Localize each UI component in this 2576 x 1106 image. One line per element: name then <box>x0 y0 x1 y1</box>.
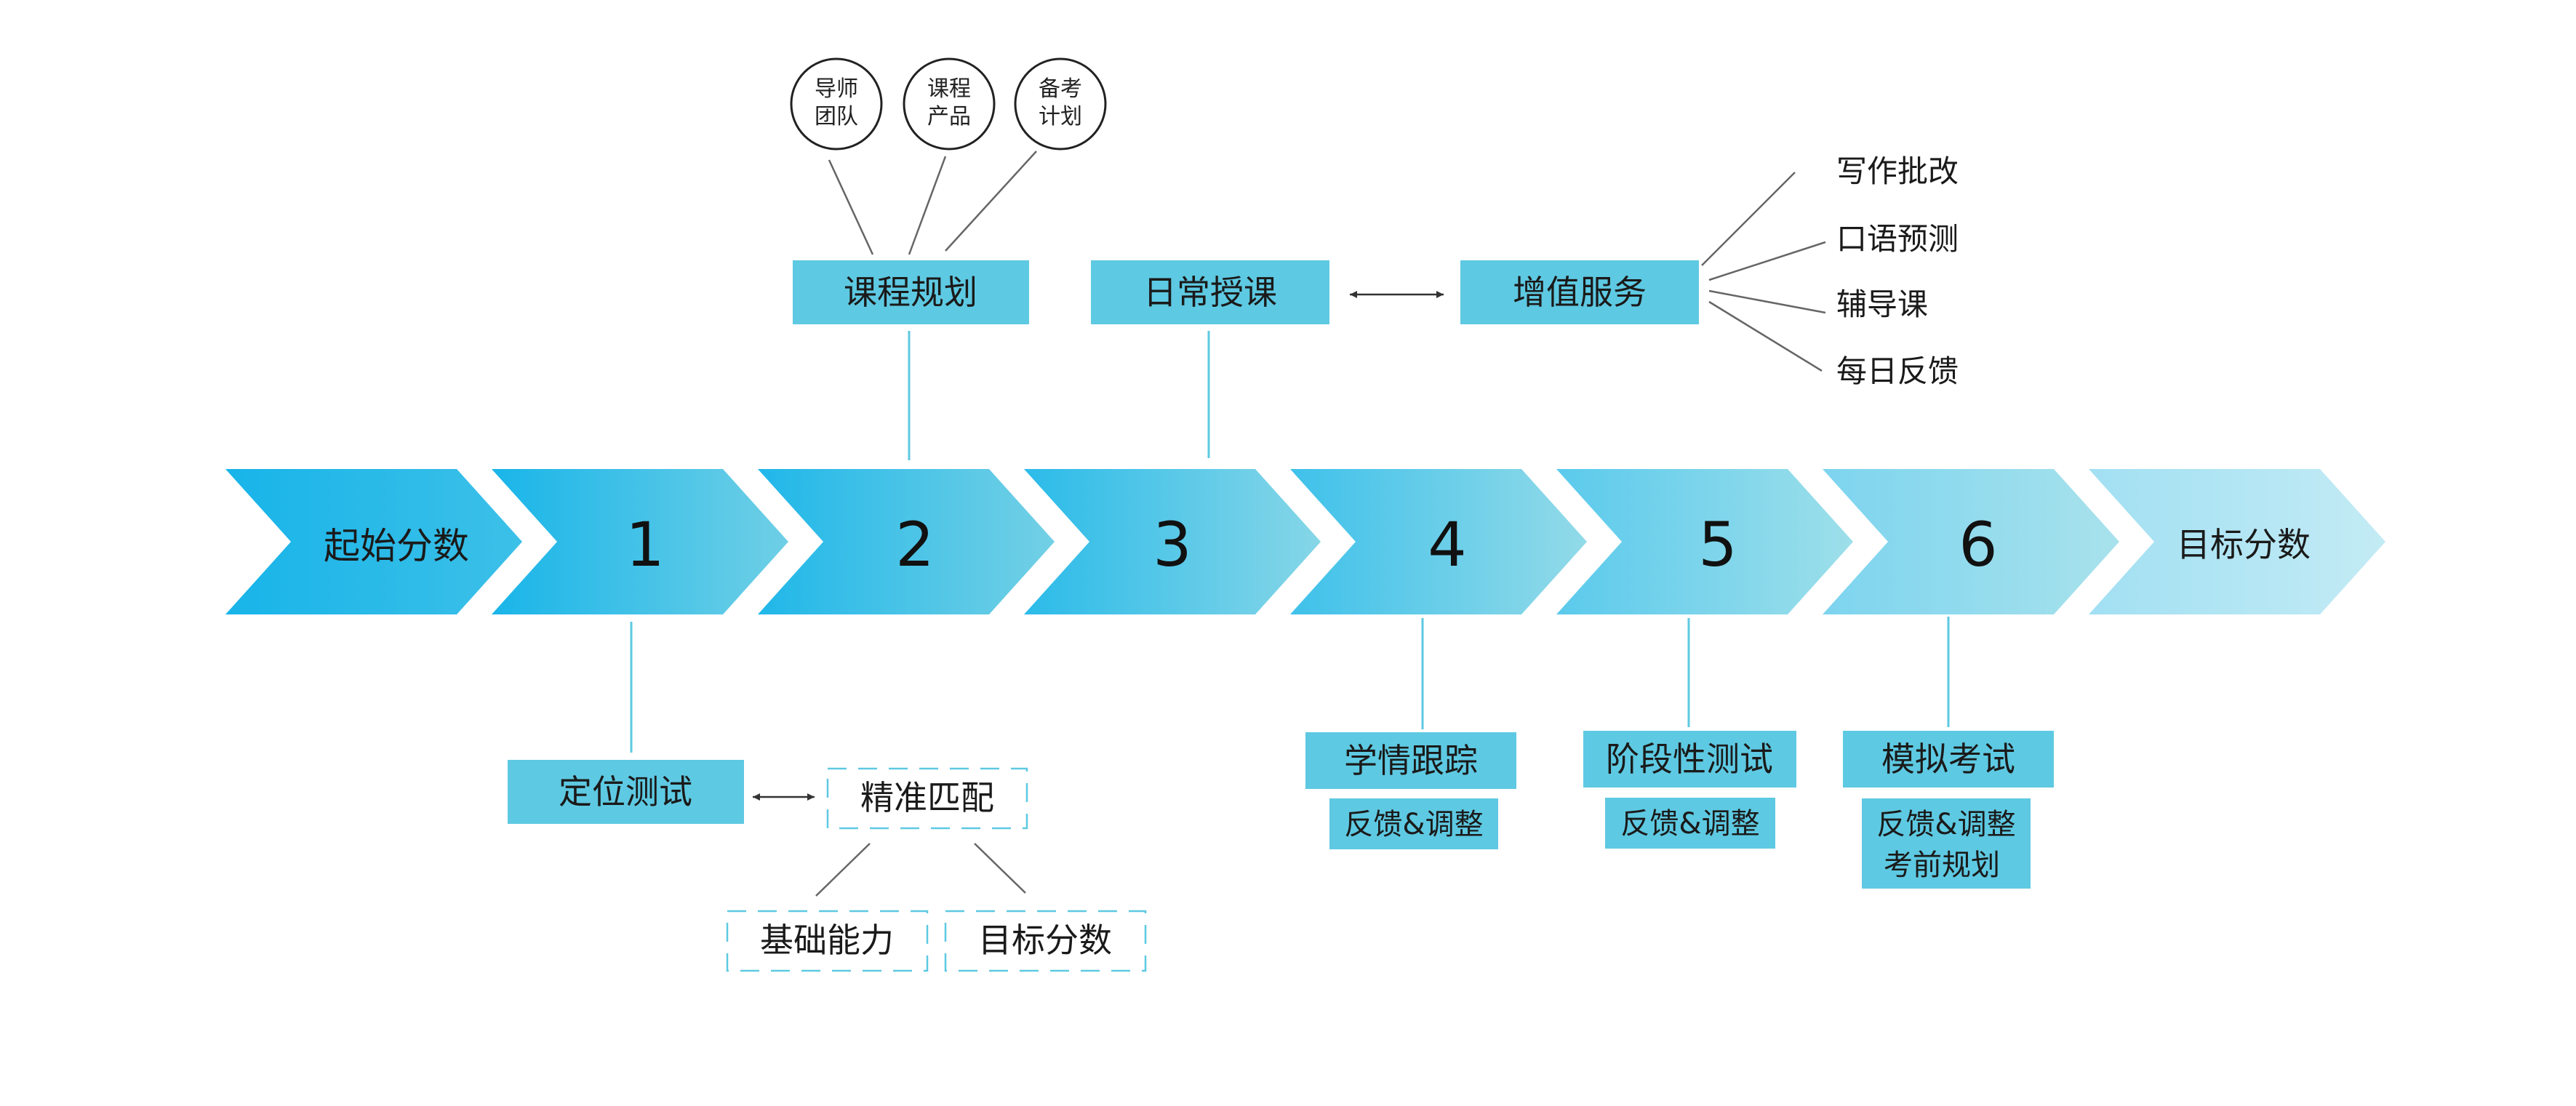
mock-exam-sub-box: 反馈&调整 考前规划 <box>1862 798 2031 889</box>
placement-test-box: 定位测试 <box>508 760 744 824</box>
chevron-label: 1 <box>625 509 664 580</box>
circle-prep-plan: 备考 计划 <box>1014 57 1107 151</box>
service-list: 写作批改 口语预测 辅导课 每日反馈 <box>1836 153 1959 389</box>
stage-test-box: 阶段性测试 <box>1583 731 1796 788</box>
chevron-step-3: 3 <box>1024 469 1321 614</box>
chevron-start: 起始分数 <box>225 469 522 614</box>
circle-line: 团队 <box>815 104 858 129</box>
chevron-row: 起始分数 1 2 3 4 5 6 目标分数 <box>225 469 2385 614</box>
tracking-box: 学情跟踪 <box>1305 732 1516 789</box>
course-planning-label: 课程规划 <box>844 273 977 312</box>
service-item: 辅导课 <box>1836 286 1928 322</box>
circle-line: 备考 <box>1039 76 1082 102</box>
tracking-sub-label: 反馈&调整 <box>1344 808 1483 841</box>
target-score-label: 目标分数 <box>978 921 1112 960</box>
chevron-step-6: 6 <box>1823 469 2119 614</box>
circle-line: 导师 <box>815 76 858 102</box>
daily-teaching-box: 日常授课 <box>1091 260 1329 324</box>
circle-mentor-team: 导师 团队 <box>790 57 883 151</box>
chevron-step-1: 1 <box>492 469 788 614</box>
service-item: 每日反馈 <box>1836 353 1959 389</box>
basic-ability-box: 基础能力 <box>726 910 929 972</box>
tracking-label: 学情跟踪 <box>1344 741 1478 780</box>
service-item: 口语预测 <box>1836 221 1959 257</box>
chevron-label: 3 <box>1153 509 1191 580</box>
circle-line: 产品 <box>927 104 971 129</box>
precise-match-label: 精准匹配 <box>860 778 994 817</box>
stage-test-sub-label: 反馈&调整 <box>1620 807 1759 841</box>
circle-course-product: 课程 产品 <box>903 57 996 151</box>
top-section: 导师 团队 课程 产品 备考 计划 课程规划 日常授课 <box>790 57 1959 460</box>
course-planning-box: 课程规划 <box>793 260 1029 324</box>
chevron-step-2: 2 <box>758 469 1055 614</box>
stage-test-label: 阶段性测试 <box>1606 740 1773 779</box>
service-item: 写作批改 <box>1836 153 1959 189</box>
chevron-step-4: 4 <box>1290 469 1587 614</box>
stage-test-sub-box: 反馈&调整 <box>1605 798 1775 849</box>
mock-exam-box: 模拟考试 <box>1843 731 2054 788</box>
mock-exam-sub-label-2: 考前规划 <box>1884 849 2000 882</box>
chevron-label: 6 <box>1959 509 1997 580</box>
chevron-label: 2 <box>895 509 934 580</box>
precise-match-box: 精准匹配 <box>826 767 1028 830</box>
chevron-label: 目标分数 <box>2177 525 2311 564</box>
service-connectors <box>1701 172 1826 372</box>
circle-line: 计划 <box>1039 104 1082 129</box>
circle-line: 课程 <box>927 76 971 102</box>
chevron-label: 4 <box>1428 509 1466 580</box>
mock-exam-sub-label-1: 反馈&调整 <box>1876 808 2015 841</box>
mock-exam-label: 模拟考试 <box>1881 740 2015 779</box>
match-connectors <box>815 843 1026 897</box>
basic-ability-label: 基础能力 <box>760 921 894 960</box>
placement-test-label: 定位测试 <box>559 772 692 812</box>
value-added-label: 增值服务 <box>1513 273 1647 312</box>
chevron-label: 起始分数 <box>324 525 469 567</box>
target-score-box: 目标分数 <box>944 910 1147 972</box>
bottom-section: 定位测试 精准匹配 基础能力 目标分数 学情跟踪 <box>508 617 2054 972</box>
chevron-step-5: 5 <box>1556 469 1853 614</box>
value-added-box: 增值服务 <box>1460 260 1699 324</box>
tracking-sub-box: 反馈&调整 <box>1329 798 1498 849</box>
chevron-label: 5 <box>1698 509 1737 580</box>
daily-teaching-label: 日常授课 <box>1143 273 1277 312</box>
chevron-target: 目标分数 <box>2089 469 2385 614</box>
circle-connectors <box>828 151 1037 255</box>
